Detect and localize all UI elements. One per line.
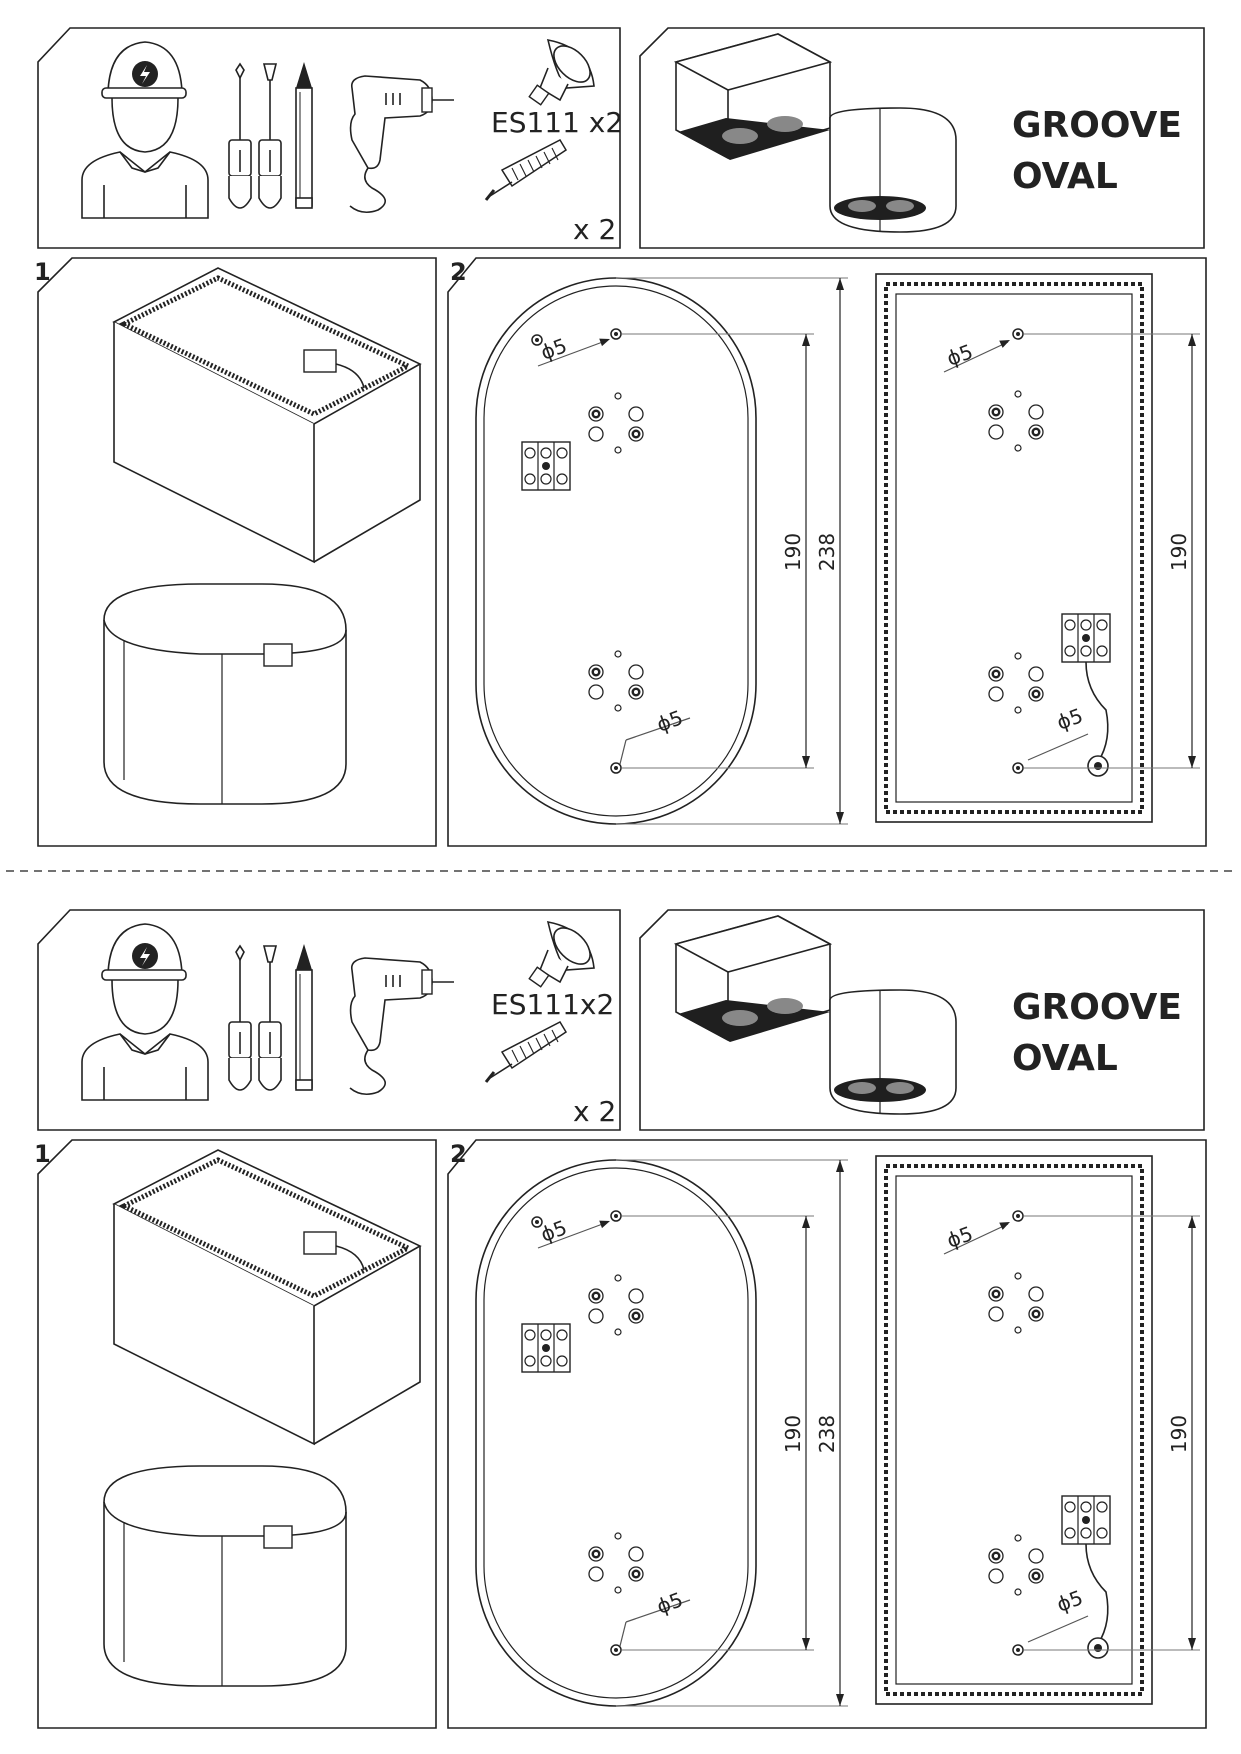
oval-dimensions: 190 238 bbox=[616, 1159, 848, 1707]
product-name-line2: OVAL bbox=[1012, 156, 1118, 197]
rect-dimensions: 190 bbox=[1024, 333, 1200, 769]
oval-dim-238: 238 bbox=[815, 1415, 839, 1453]
anchors-label: x 2 bbox=[573, 1095, 616, 1128]
product-oval bbox=[829, 989, 957, 1115]
bulb-label: ES111 x2 bbox=[491, 106, 623, 139]
rect-terminal bbox=[1061, 1495, 1111, 1545]
rect-terminal bbox=[1061, 613, 1111, 663]
panel-step1 bbox=[37, 257, 437, 847]
product-oval bbox=[829, 107, 957, 233]
rect-hole-top bbox=[1012, 328, 1024, 340]
rect-dim-190: 190 bbox=[1167, 1415, 1191, 1453]
step1-oval bbox=[103, 583, 347, 805]
step1-box bbox=[112, 267, 422, 564]
pencil-icon bbox=[295, 944, 313, 1091]
panel-tools bbox=[37, 909, 621, 1131]
panel-step1 bbox=[37, 1139, 437, 1729]
oval-terminal bbox=[521, 1323, 571, 1373]
rect-dim-190: 190 bbox=[1167, 533, 1191, 571]
oval-dim-190: 190 bbox=[781, 1415, 805, 1453]
step2-number: 2 bbox=[450, 258, 467, 286]
oval-dim-238: 238 bbox=[815, 533, 839, 571]
drill-icon bbox=[349, 957, 454, 1096]
wall-anchor-icon bbox=[484, 139, 568, 201]
rect-hole-top bbox=[1012, 1210, 1024, 1222]
oval-hole-top bbox=[610, 1210, 622, 1222]
bulb-icon bbox=[528, 920, 595, 988]
panel-step2 bbox=[447, 1139, 1207, 1729]
oval-hole-bottom bbox=[610, 762, 622, 774]
step1-oval bbox=[103, 1465, 347, 1687]
rect-hole-bottom bbox=[1012, 1644, 1024, 1656]
step1-box bbox=[112, 1149, 422, 1446]
panel-step2 bbox=[447, 257, 1207, 847]
worker-icon bbox=[81, 41, 209, 219]
product-name-line1: GROOVE bbox=[1012, 987, 1182, 1028]
worker-icon bbox=[81, 923, 209, 1101]
pencil-icon bbox=[295, 62, 313, 209]
screwdriver-flat-icon bbox=[258, 63, 282, 209]
product-box bbox=[673, 33, 833, 160]
rect-hole-bottom bbox=[1012, 762, 1024, 774]
anchors-label: x 2 bbox=[573, 213, 616, 246]
oval-dim-190: 190 bbox=[781, 533, 805, 571]
rect-dimensions: 190 bbox=[1024, 1215, 1200, 1651]
panel-product bbox=[639, 909, 1205, 1131]
wall-anchor-icon bbox=[484, 1021, 568, 1083]
oval-hole-top bbox=[610, 328, 622, 340]
screwdriver-flat-icon bbox=[258, 945, 282, 1091]
step1-number: 1 bbox=[34, 1140, 51, 1168]
bulb-label: ES111x2 bbox=[491, 988, 614, 1021]
bulb-icon bbox=[528, 38, 595, 106]
panel-product bbox=[639, 27, 1205, 249]
drill-icon bbox=[349, 75, 454, 214]
screwdriver-phillips-icon bbox=[228, 944, 252, 1091]
product-box bbox=[673, 915, 833, 1042]
product-name-line2: OVAL bbox=[1012, 1038, 1118, 1079]
screwdriver-phillips-icon bbox=[228, 62, 252, 209]
product-name-line1: GROOVE bbox=[1012, 105, 1182, 146]
step2-number: 2 bbox=[450, 1140, 467, 1168]
oval-hole-bottom bbox=[610, 1644, 622, 1656]
oval-dimensions: 190 238 bbox=[616, 277, 848, 825]
oval-terminal bbox=[521, 441, 571, 491]
panel-tools bbox=[37, 27, 621, 249]
step1-number: 1 bbox=[34, 258, 51, 286]
